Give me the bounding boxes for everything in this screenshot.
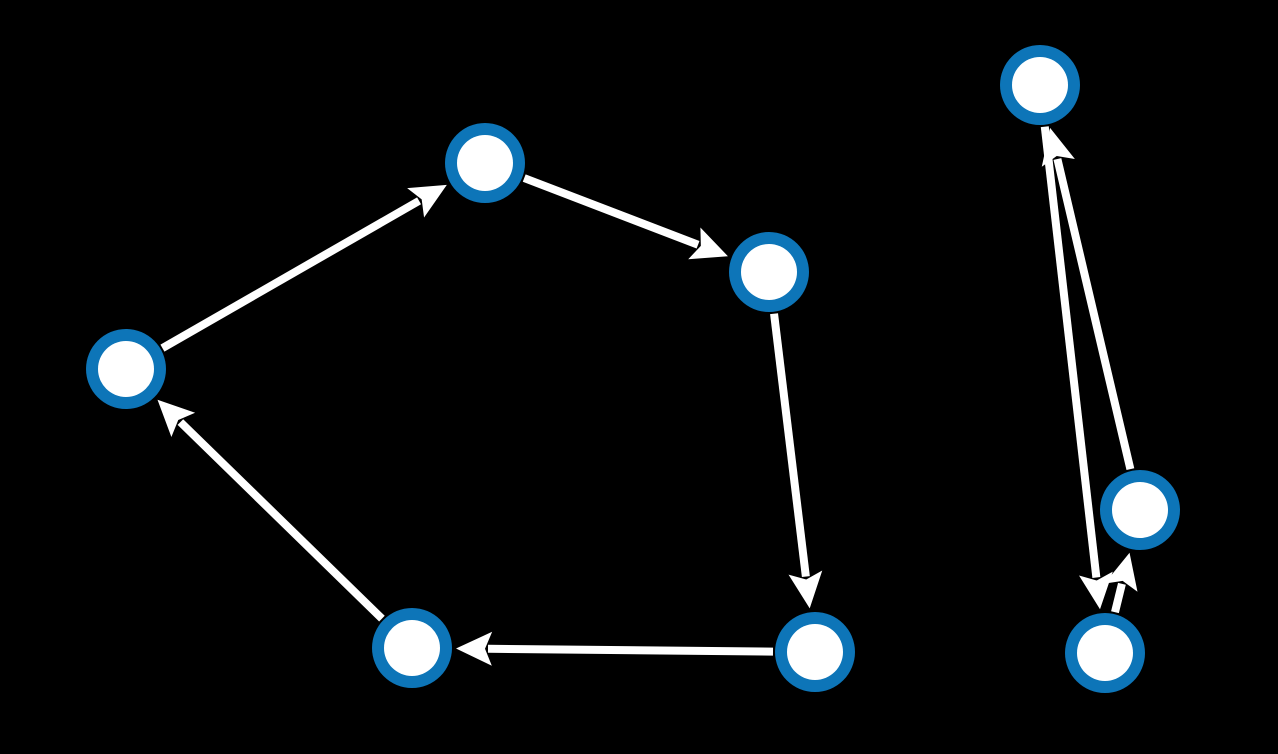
graph-node-core[interactable] (1077, 625, 1133, 681)
graph-node[interactable] (1000, 45, 1080, 125)
graph-node[interactable] (1100, 470, 1180, 550)
graph-arrowhead (1041, 127, 1075, 167)
graph-edge[interactable] (1053, 158, 1135, 471)
edge-layer (157, 126, 1138, 666)
graph-arrowhead (688, 227, 728, 260)
graph-node-core[interactable] (787, 624, 843, 680)
graph-edge[interactable] (160, 197, 422, 352)
graph-node-core[interactable] (384, 620, 440, 676)
graph-arrowhead (788, 570, 823, 609)
graph-node-core[interactable] (1112, 482, 1168, 538)
graph-edge[interactable] (770, 313, 810, 578)
graph-node[interactable] (729, 232, 809, 312)
graph-arrowhead (407, 184, 447, 218)
graph-edge[interactable] (487, 644, 774, 656)
graph-node[interactable] (445, 123, 525, 203)
graph-node[interactable] (86, 329, 166, 409)
graph-node[interactable] (372, 608, 452, 688)
graph-arrowhead (1104, 552, 1138, 592)
graph-node-core[interactable] (457, 135, 513, 191)
graph-edge[interactable] (177, 419, 385, 622)
graph-node-core[interactable] (741, 244, 797, 300)
graph-edge[interactable] (522, 174, 700, 249)
graph-node[interactable] (1065, 613, 1145, 693)
graph-node-core[interactable] (1012, 57, 1068, 113)
graph-node-core[interactable] (98, 341, 154, 397)
graph-node[interactable] (775, 612, 855, 692)
node-layer (86, 45, 1180, 693)
graph-arrowhead (456, 631, 493, 666)
graph-arrowhead (1079, 571, 1113, 610)
graph-edge[interactable] (1111, 582, 1126, 614)
graph-edge[interactable] (1040, 126, 1101, 578)
graph-arrowhead (157, 399, 196, 438)
